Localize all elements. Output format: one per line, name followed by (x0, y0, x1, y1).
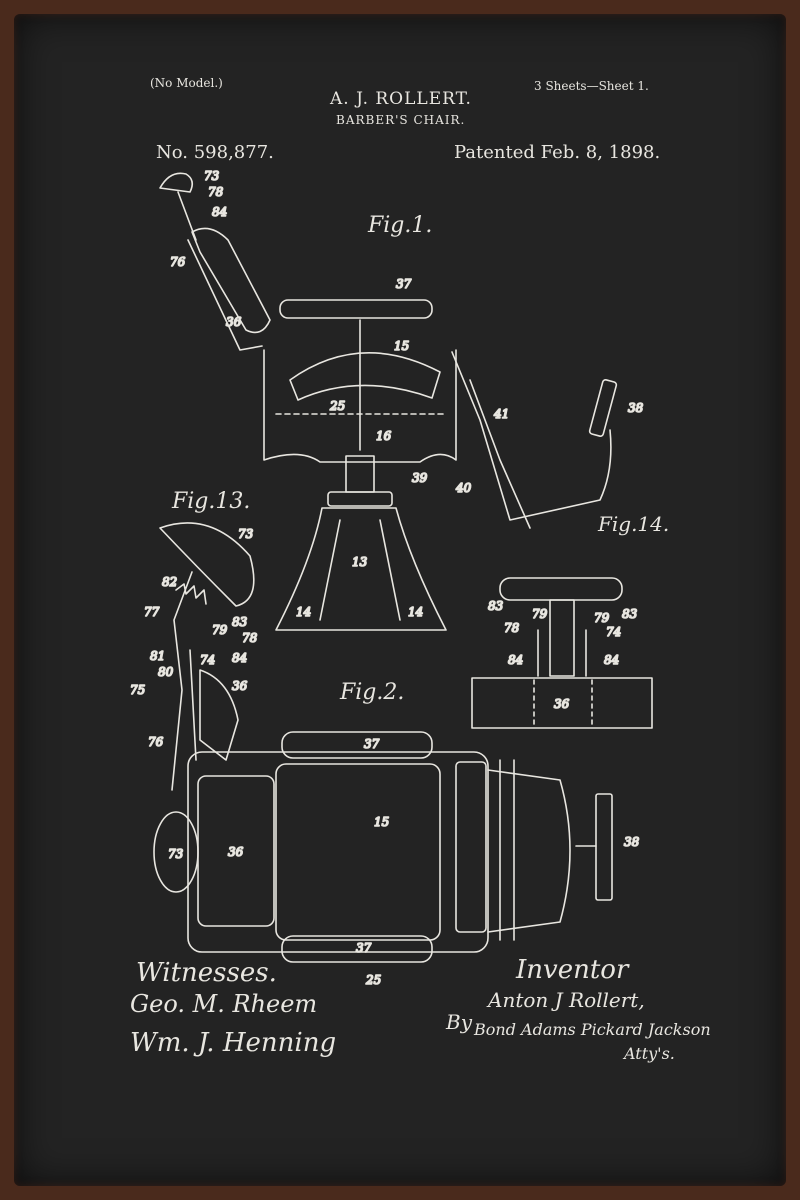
figure-14-label: Fig.14. (598, 512, 670, 536)
fig13-label-75: 75 (130, 683, 145, 697)
fig13-label-36: 36 (232, 679, 248, 693)
fig2-label-15: 15 (374, 815, 389, 829)
fig2-seat (275, 763, 441, 941)
fig13-label-77: 77 (144, 605, 160, 619)
attorneys-signature: Bond Adams Pickard Jackson (474, 1020, 711, 1039)
fig13-label-79: 79 (212, 623, 228, 637)
fig2-label-25: 25 (365, 973, 381, 987)
witness-signature-2: Wm. J. Henning (130, 1028, 337, 1058)
witnesses-label: Witnesses. (136, 958, 277, 988)
fig2-label-37a: 37 (364, 737, 380, 751)
patent-date: Patented Feb. 8, 1898. (454, 142, 661, 163)
fig14-top-plate (499, 577, 623, 601)
patent-number: No. 598,877. (156, 142, 274, 163)
fig2-front-cushion (281, 731, 433, 759)
fig13-bracket (171, 571, 193, 791)
fig13-headrest-detail (159, 522, 255, 791)
fig2-label-38: 38 (624, 835, 640, 849)
fig1-label-14b: 14 (408, 605, 423, 619)
fig13-rod (189, 649, 197, 761)
fig2-footrest-plate (595, 793, 613, 901)
fig1-collar (327, 491, 393, 507)
fig13-label-83: 83 (232, 615, 248, 629)
figure-13-label: Fig.13. (172, 489, 251, 514)
fig1-footrest-plate (588, 379, 618, 437)
fig1-seat-cushion (289, 352, 441, 401)
fig1-backrest-frame (187, 239, 263, 351)
fig13-label-76: 76 (148, 735, 164, 749)
fig13-cushion-cut (199, 669, 239, 761)
fig1-label-36: 36 (226, 315, 242, 329)
fig1-linkage (469, 379, 531, 529)
inventor-label: Inventor (516, 955, 629, 985)
fig2-footrest (487, 769, 571, 933)
by-label: By (446, 1010, 472, 1034)
fig2-outer-frame (187, 751, 489, 953)
fig14-label-79b: 79 (594, 611, 610, 625)
fig2-headrest (153, 811, 199, 893)
inventor-name-heading: A. J. ROLLERT. (330, 89, 472, 109)
fig1-top-cushion (279, 299, 433, 319)
fig1-headrest (159, 172, 194, 193)
fig1-label-25: 25 (329, 399, 345, 413)
fig1-base-line2 (379, 519, 401, 621)
fig2-label-36: 36 (228, 845, 244, 859)
fig1-label-78: 78 (208, 185, 224, 199)
fig1-base (275, 507, 447, 631)
fig1-label-16: 16 (376, 429, 392, 443)
figure-1-label: Fig.1. (368, 213, 433, 238)
fig1-label-73: 73 (204, 169, 220, 183)
fig1-label-15: 15 (394, 339, 409, 353)
fig1-label-37: 37 (396, 277, 412, 291)
fig1-label-41: 41 (493, 407, 509, 421)
fig13-headrest-pad (159, 522, 255, 607)
witness-signature-1: Geo. M. Rheem (130, 990, 318, 1018)
fig2-arm-frame (455, 761, 487, 933)
fig1-label-14a: 14 (296, 605, 311, 619)
fig1-label-76: 76 (170, 255, 186, 269)
fig14-label-84b: 84 (604, 653, 619, 667)
fig14-label-78: 78 (504, 621, 520, 635)
fig14-label-83a: 83 (488, 599, 504, 613)
fig13-label-84: 84 (232, 651, 247, 665)
fig14-block (471, 677, 653, 729)
fig1-footrest-arm (451, 351, 612, 521)
fig14-label-79a: 79 (532, 607, 548, 621)
fig2-rear-cushion (281, 935, 433, 963)
fig13-label-74: 74 (200, 653, 215, 667)
fig1-label-39: 39 (412, 471, 428, 485)
fig2-chair-top-view (153, 731, 613, 963)
figure-2-label: Fig.2. (340, 680, 405, 705)
fig13-label-78: 78 (242, 631, 258, 645)
fig1-label-84: 84 (212, 205, 227, 219)
fig14-stem (549, 599, 575, 677)
fig2-label-37b: 37 (356, 941, 372, 955)
fig14-label-84a: 84 (508, 653, 523, 667)
fig14-label-36: 36 (554, 697, 570, 711)
fig1-backrest (191, 227, 271, 334)
fig13-label-80: 80 (158, 665, 174, 679)
fig2-label-73: 73 (168, 847, 184, 861)
fig1-headrest-rod (177, 191, 197, 241)
attys-label: Atty's. (624, 1044, 675, 1063)
fig1-label-38: 38 (628, 401, 644, 415)
fig1-chair-body (263, 349, 457, 463)
patent-title: BARBER'S CHAIR. (336, 113, 466, 127)
fig13-label-81: 81 (150, 649, 165, 663)
inventor-signature: Anton J Rollert, (488, 988, 645, 1012)
fig1-label-13: 13 (352, 555, 368, 569)
fig1-base-line (319, 519, 341, 621)
fig1-label-40: 40 (455, 481, 472, 495)
fig13-ratchet (175, 583, 207, 605)
no-model-note: (No Model.) (150, 76, 223, 90)
chalkboard-background (14, 14, 786, 1186)
fig14-label-83b: 83 (622, 607, 638, 621)
fig13-label-73: 73 (238, 527, 254, 541)
fig14-label-74: 74 (606, 625, 621, 639)
fig13-label-82: 82 (162, 575, 177, 589)
sheet-count: 3 Sheets—Sheet 1. (534, 79, 649, 93)
fig1-chair-side-view (159, 172, 618, 631)
fig14-bracket-detail (471, 577, 653, 729)
